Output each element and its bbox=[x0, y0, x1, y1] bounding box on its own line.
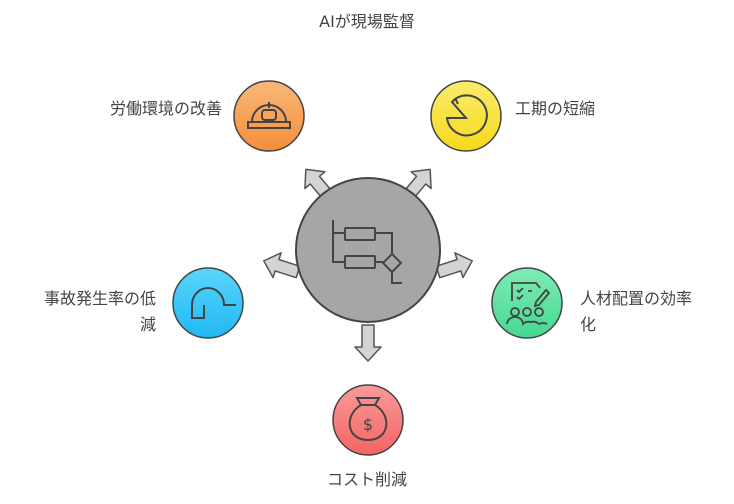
label-cost: コスト削減 bbox=[326, 470, 407, 489]
label-labor: 労働環境の改善 bbox=[109, 99, 222, 118]
center-node bbox=[295, 177, 441, 323]
flowchart-icon bbox=[332, 220, 403, 284]
clock-pie-icon bbox=[445, 94, 488, 137]
team-checklist-icon bbox=[506, 282, 551, 327]
svg-text:$: $ bbox=[363, 415, 373, 434]
label-accident: 事故発生率の低 減 bbox=[44, 286, 156, 338]
label-staffing-line2: 化 bbox=[580, 315, 597, 334]
hard-hat-icon bbox=[247, 102, 291, 129]
label-schedule: 工期の短縮 bbox=[515, 99, 596, 118]
node-accident bbox=[172, 267, 244, 339]
money-bag-icon: $ bbox=[348, 397, 388, 442]
label-accident-line2: 減 bbox=[139, 315, 156, 334]
label-staffing-line1: 人材配置の効率 bbox=[580, 289, 693, 308]
arrow-to-cost bbox=[354, 324, 382, 362]
label-accident-line1: 事故発生率の低 bbox=[43, 289, 156, 308]
label-staffing: 人材配置の効率 化 bbox=[580, 286, 692, 338]
diagram-title: AIが現場監督 bbox=[319, 12, 415, 31]
node-cost: $ bbox=[332, 384, 404, 456]
node-schedule bbox=[430, 80, 502, 152]
node-staffing bbox=[491, 267, 563, 339]
node-labor bbox=[233, 80, 305, 152]
helmet-icon bbox=[191, 287, 236, 319]
